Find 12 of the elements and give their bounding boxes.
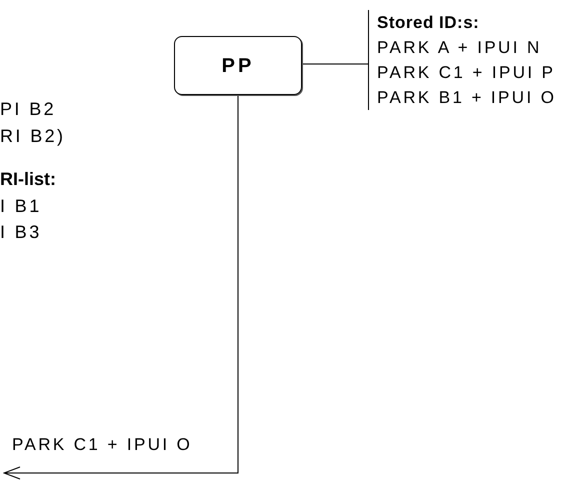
list-item: PARK B1 + IPUI O [377,87,556,109]
list-item: PARK C1 + IPUI P [377,62,556,84]
id-list [368,10,556,110]
process-box: PP [174,36,302,95]
list-heading: Stored ID:s: [377,12,480,34]
text-label: I B1 [0,195,42,218]
text-label: I B3 [0,221,42,244]
list-item: PARK A + IPUI N [377,37,543,59]
arrow [4,94,238,480]
text-label: PI B2 [0,98,56,121]
text-label: RI B2) [0,125,66,148]
list-heading: RI-list: [0,168,56,191]
